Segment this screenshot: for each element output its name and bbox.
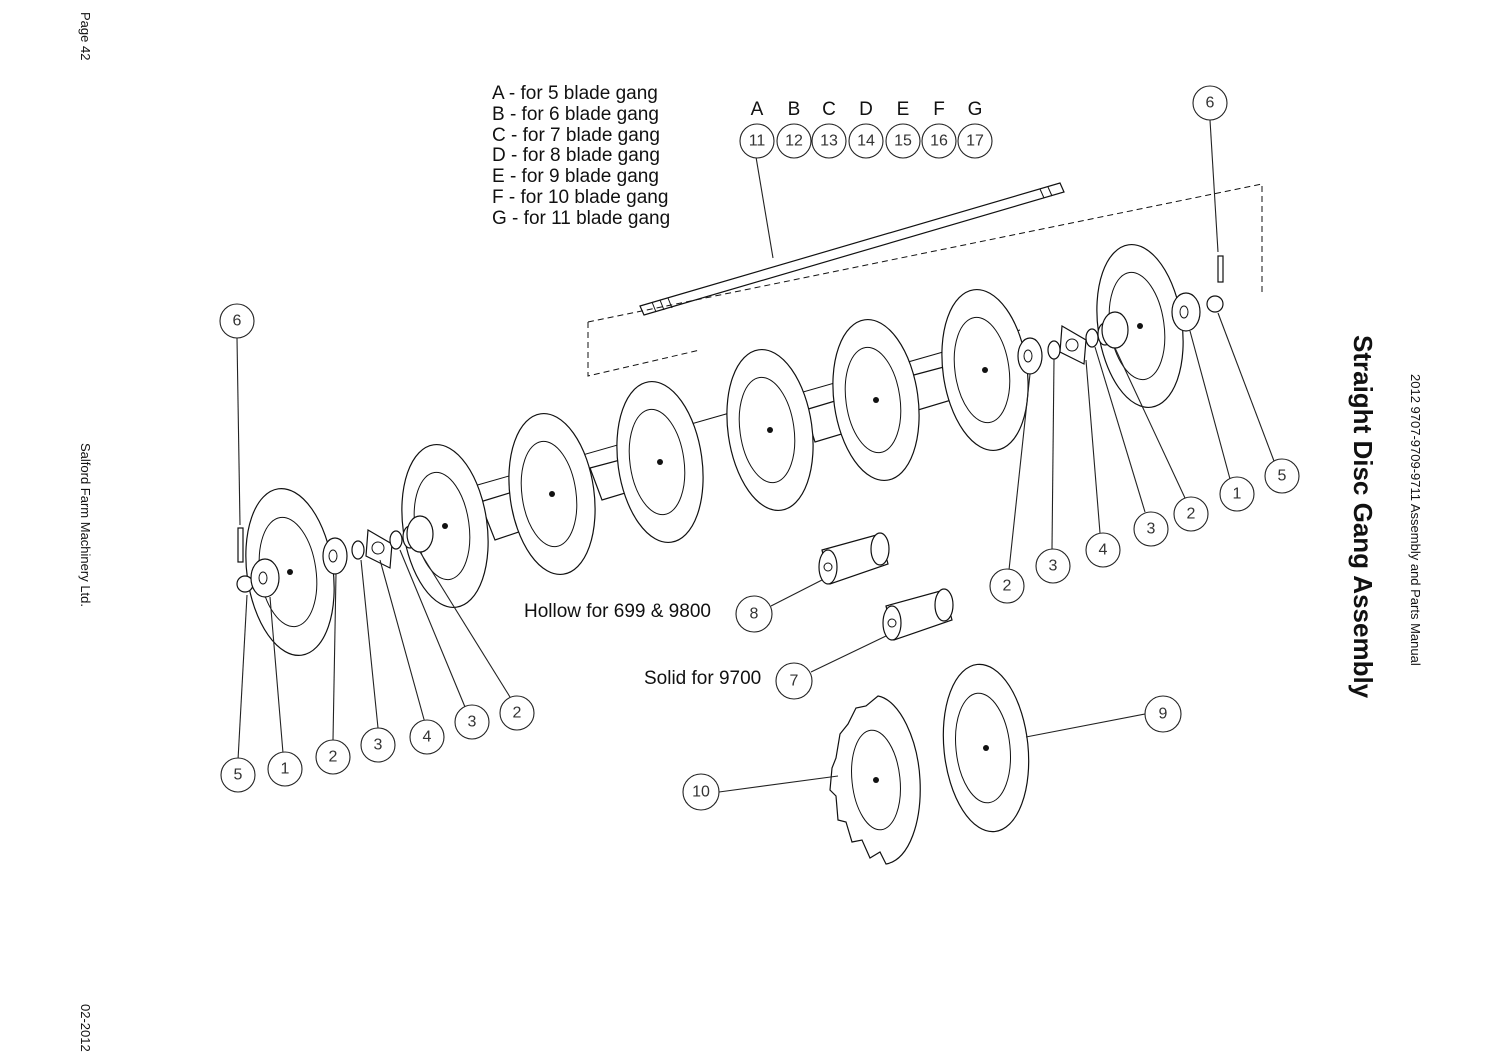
svg-text:11: 11 [749,133,766,150]
notched-blade [829,695,921,865]
svg-text:15: 15 [894,133,912,150]
svg-text:17: 17 [966,133,984,150]
svg-text:3: 3 [374,737,383,754]
callout-left-end: 1 [267,751,303,787]
legend-item: E - for 9 blade gang [492,166,659,188]
callout-12: 12 [776,123,812,159]
shaft-letter: B [787,99,801,120]
svg-text:3: 3 [1147,521,1156,538]
svg-text:2: 2 [1003,578,1012,595]
callout-right-end: 5 [1264,458,1300,494]
hollow-spool [818,532,890,585]
callout-right-end: 3 [1133,511,1169,547]
shaft-letter: C [822,99,836,120]
callout-right-end: 3 [1035,548,1071,584]
callout-solid-spool: 7 [775,662,813,700]
left-end-hardware [236,515,434,598]
legend-item: F - for 10 blade gang [492,186,669,208]
assembly-envelope [587,183,1263,377]
legend-item: A - for 5 blade gang [492,83,658,104]
callout-right-end: 4 [1085,532,1121,568]
legend-item: B - for 6 blade gang [492,103,659,125]
hollow-spool-label: Hollow for 699 & 9800 [524,601,711,622]
svg-text:9: 9 [1159,706,1168,723]
svg-text:5: 5 [234,767,243,784]
svg-text:5: 5 [1278,468,1287,485]
svg-text:6: 6 [1206,95,1215,112]
legend-item: D - for 8 blade gang [492,145,660,167]
shaft-letter: A [750,99,764,120]
svg-text:12: 12 [785,133,803,150]
callout-hollow-spool: 8 [735,595,773,633]
callout-15: 15 [885,123,921,159]
svg-text:8: 8 [750,606,759,623]
shaft-length-legend: A - for 5 blade gang B - for 6 blade gan… [492,83,671,230]
callout-right-end: 1 [1219,476,1255,512]
svg-text:1: 1 [281,761,290,778]
callout-right-end: 2 [989,568,1025,604]
right-end-hardware [1017,255,1224,375]
callout-16: 16 [921,123,957,159]
svg-text:13: 13 [820,133,838,150]
callout-right-pin: 6 [1192,85,1228,121]
shaft-letter: G [967,99,983,120]
shaft-letter: E [896,99,910,120]
callout-left-end: 3 [454,704,490,740]
shaft-letter: F [933,99,945,120]
svg-text:14: 14 [857,133,875,150]
callout-17: 17 [957,123,993,159]
callout-left-end: 4 [409,719,445,755]
plain-blade [942,663,1030,833]
legend-item: G - for 11 blade gang [492,207,671,229]
shaft-letter: D [859,99,873,120]
svg-text:2: 2 [329,749,338,766]
svg-text:10: 10 [692,784,710,801]
callout-notched-blade: 10 [682,773,720,811]
callout-left-end: 2 [499,695,535,731]
gang-shaft [639,182,1065,316]
callout-13: 13 [811,123,847,159]
svg-text:6: 6 [233,313,242,330]
svg-text:4: 4 [423,729,432,746]
svg-text:7: 7 [790,673,799,690]
disc-blade [616,380,704,544]
leader-lines [236,119,1275,793]
callout-11: 11 [739,123,775,159]
svg-text:1: 1 [1233,486,1242,503]
svg-text:3: 3 [468,714,477,731]
svg-text:16: 16 [930,133,948,150]
callout-plain-blade: 9 [1144,695,1182,733]
svg-text:2: 2 [1187,506,1196,523]
solid-spool [882,588,954,641]
disc-blade [832,318,920,482]
callout-left-end: 2 [315,739,351,775]
callout-right-end: 2 [1173,496,1209,532]
legend-item: C - for 7 blade gang [492,124,660,146]
svg-text:3: 3 [1049,558,1058,575]
disc-blade [726,348,814,512]
callout-left-pin: 6 [219,303,255,339]
callout-left-end: 5 [220,757,256,793]
solid-spool-label: Solid for 9700 [644,668,762,689]
callout-14: 14 [848,123,884,159]
svg-text:2: 2 [513,705,522,722]
svg-text:4: 4 [1099,542,1108,559]
callout-left-end: 3 [360,727,396,763]
disc-blade [508,412,596,576]
